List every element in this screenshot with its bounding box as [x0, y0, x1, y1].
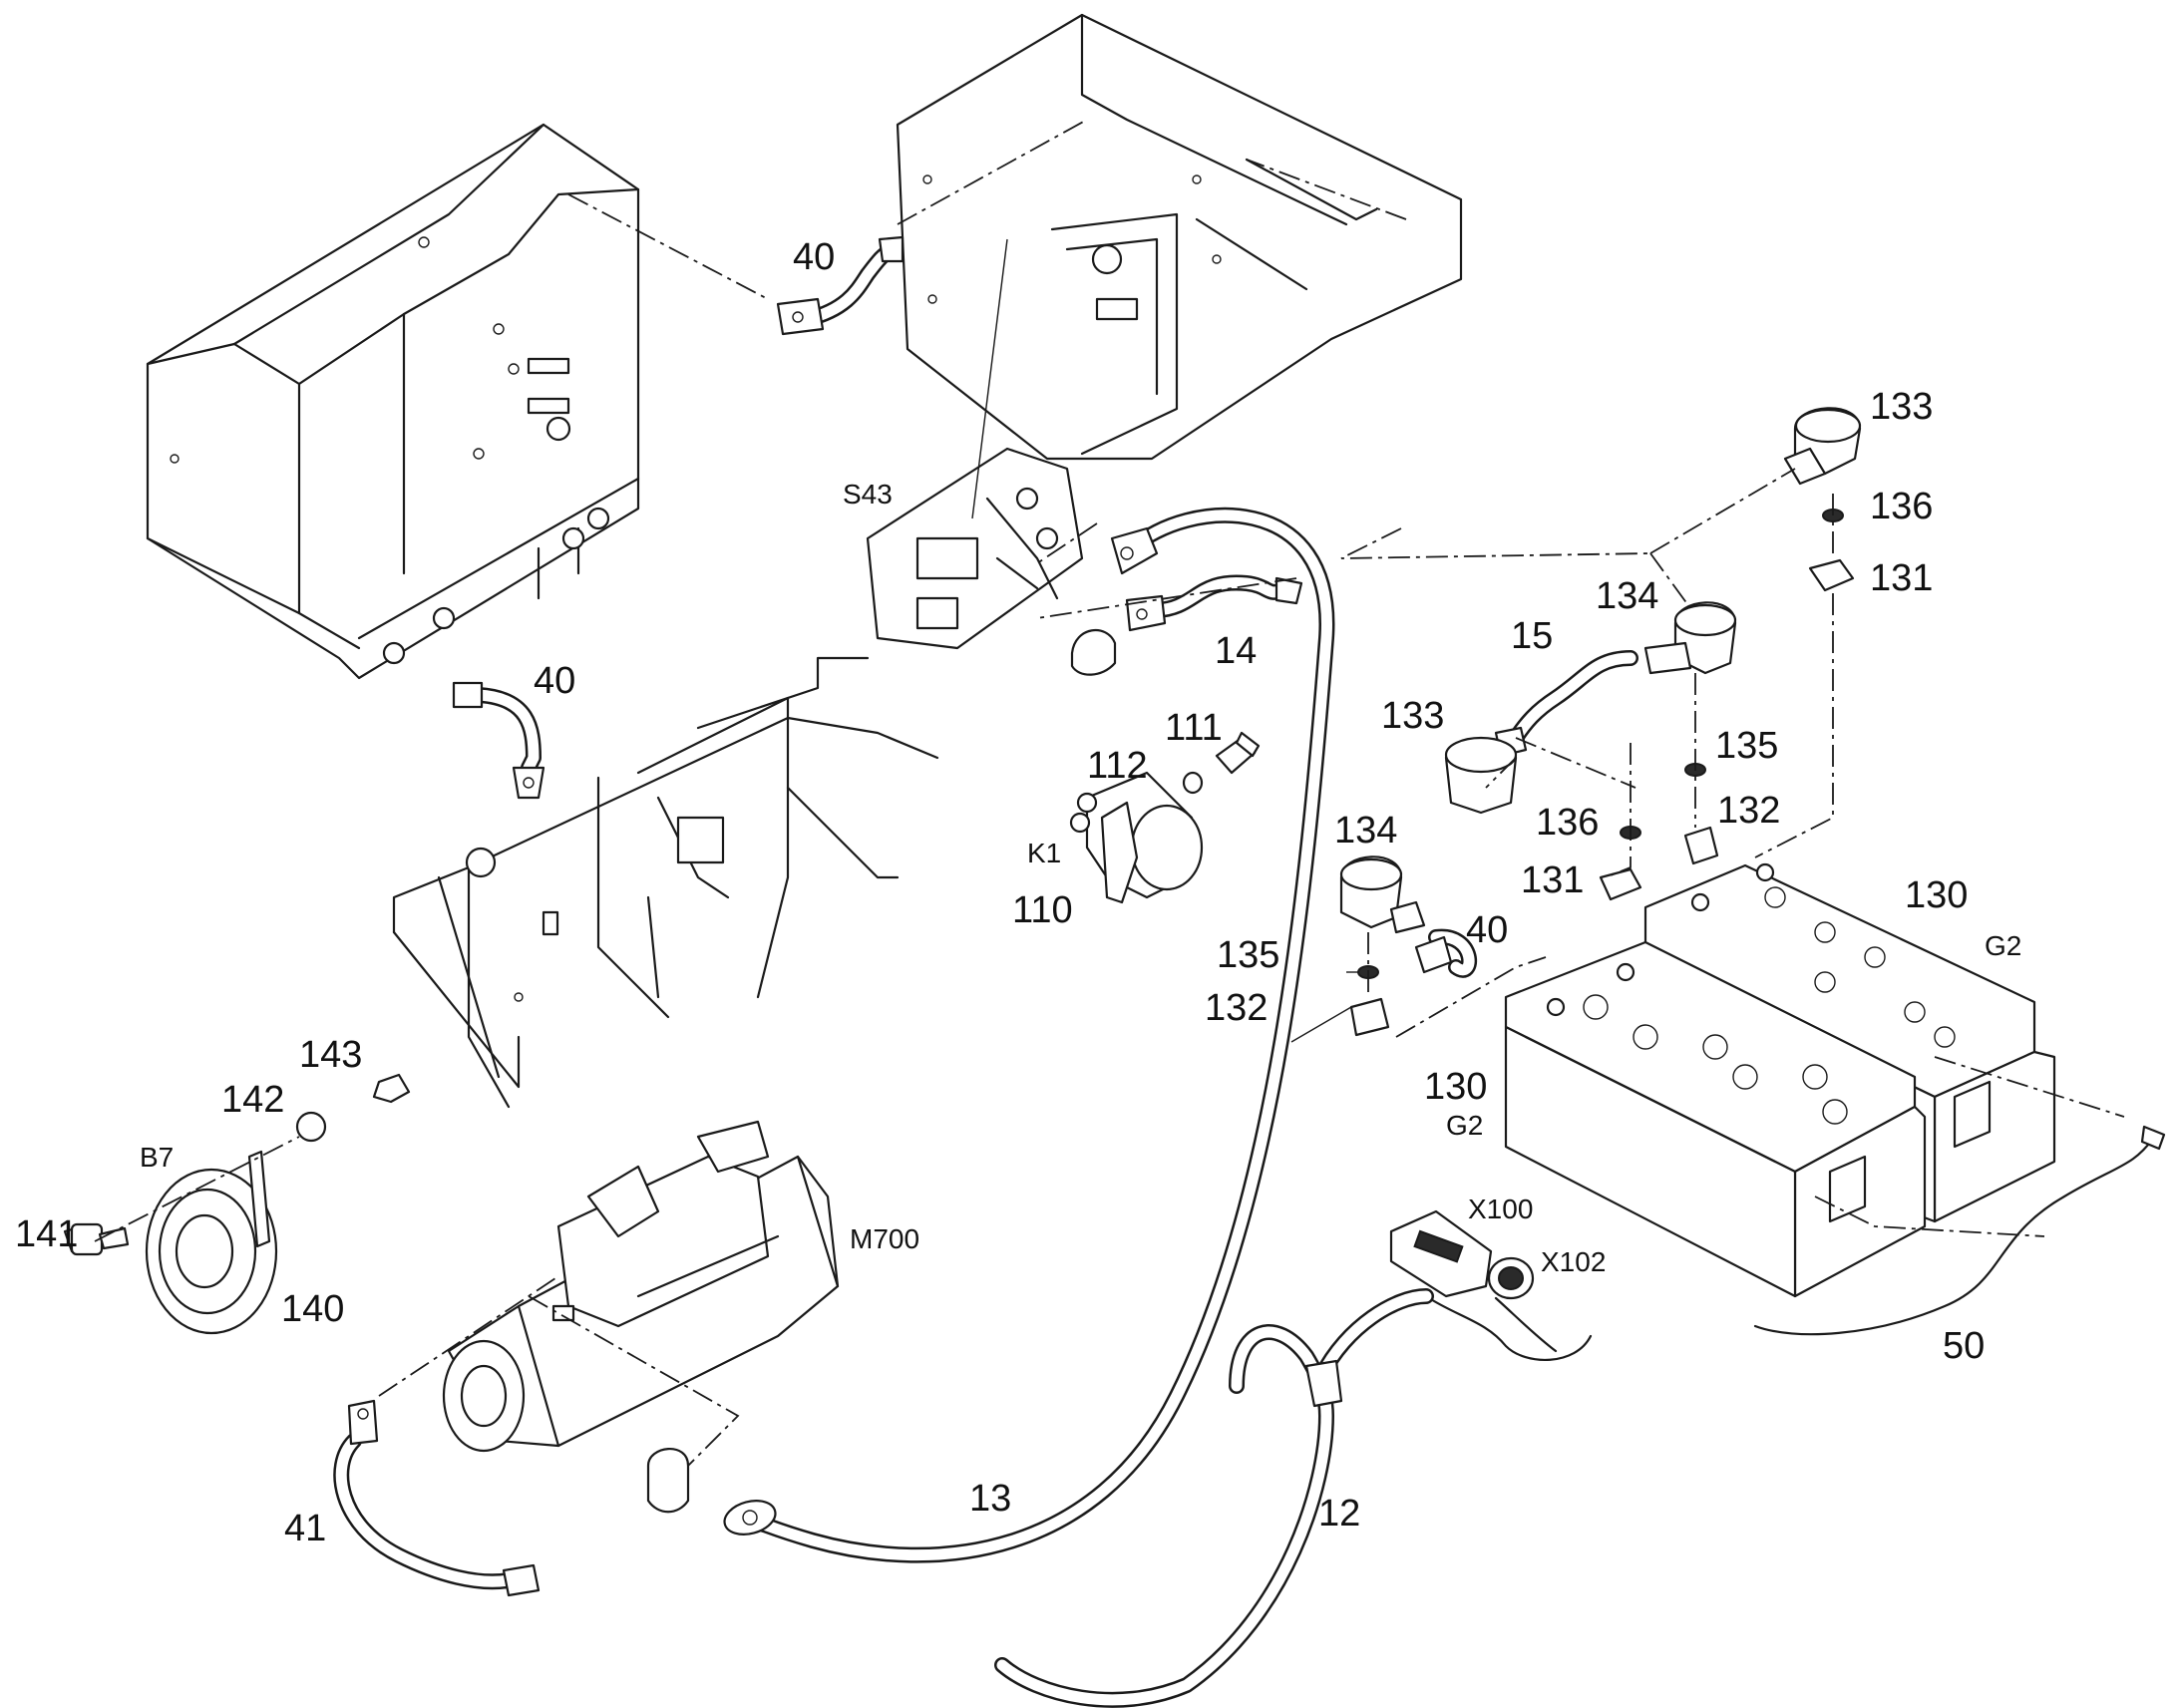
- label-14: 14: [1215, 630, 1257, 672]
- label-m700: M700: [850, 1223, 919, 1254]
- label-140: 140: [281, 1288, 344, 1330]
- cable-40-top: [776, 235, 905, 336]
- label-40-left: 40: [534, 660, 575, 702]
- cable-12: [994, 1288, 1434, 1708]
- label-k1: K1: [1027, 838, 1061, 868]
- b7-horn: [63, 1073, 411, 1335]
- label-13: 13: [969, 1478, 1011, 1520]
- label-x102: X102: [1541, 1246, 1606, 1277]
- label-12: 12: [1318, 1493, 1360, 1535]
- label-g2-rear: G2: [1985, 930, 2021, 961]
- label-x100: X100: [1468, 1194, 1533, 1224]
- label-143: 143: [299, 1034, 362, 1076]
- label-111: 111: [1165, 707, 1223, 749]
- label-130-rear: 130: [1905, 874, 1968, 916]
- label-136-top: 136: [1870, 486, 1933, 527]
- reference-lines: [971, 238, 1358, 1043]
- label-135-lower: 135: [1217, 934, 1279, 976]
- label-40-right: 40: [1466, 909, 1508, 951]
- label-130-front: 130: [1424, 1066, 1487, 1108]
- label-132-lower: 132: [1205, 987, 1268, 1029]
- label-s43: S43: [843, 479, 893, 510]
- label-133-lower: 133: [1381, 695, 1444, 737]
- cable-13: [723, 507, 1335, 1563]
- label-131-top: 131: [1870, 557, 1933, 599]
- label-110: 110: [1012, 889, 1073, 931]
- cable-14: [1070, 574, 1303, 676]
- label-142: 142: [221, 1079, 284, 1121]
- k1-relay: [1069, 731, 1261, 904]
- label-133-top: 133: [1870, 386, 1933, 428]
- s43-switch-panel: [866, 447, 1084, 650]
- cable-41: [333, 1399, 541, 1597]
- m700-starter-motor: [442, 1120, 840, 1514]
- x100-x102-harness: [1389, 1209, 1593, 1362]
- label-112: 112: [1087, 745, 1148, 787]
- label-135-top: 135: [1715, 725, 1778, 767]
- battery-box-housing: [146, 123, 640, 680]
- label-132-top: 132: [1717, 790, 1780, 832]
- label-131-lower: 131: [1521, 859, 1584, 901]
- ground-cable-50: [1753, 1125, 2166, 1336]
- label-b7: B7: [140, 1142, 174, 1173]
- label-15: 15: [1511, 615, 1553, 657]
- leader-lines: [94, 119, 2125, 1467]
- label-141: 141: [15, 1213, 78, 1255]
- label-40-top: 40: [793, 236, 835, 278]
- label-50: 50: [1943, 1325, 1985, 1367]
- battery-terminal-parts: [1339, 407, 1862, 1037]
- battery-g2-front: [1504, 940, 1992, 1298]
- label-134-lower: 134: [1334, 810, 1397, 852]
- label-136-lower: 136: [1536, 802, 1599, 844]
- label-41: 41: [284, 1508, 326, 1549]
- cab-frame: [896, 13, 1463, 461]
- label-134-top: 134: [1596, 575, 1658, 617]
- callout-labels: 40 S43 133 136 131 134 15 14 40 111 112 …: [15, 236, 2021, 1549]
- chassis-frame: [392, 656, 939, 1109]
- cable-40-left: [452, 681, 545, 800]
- label-g2-front: G2: [1446, 1110, 1483, 1141]
